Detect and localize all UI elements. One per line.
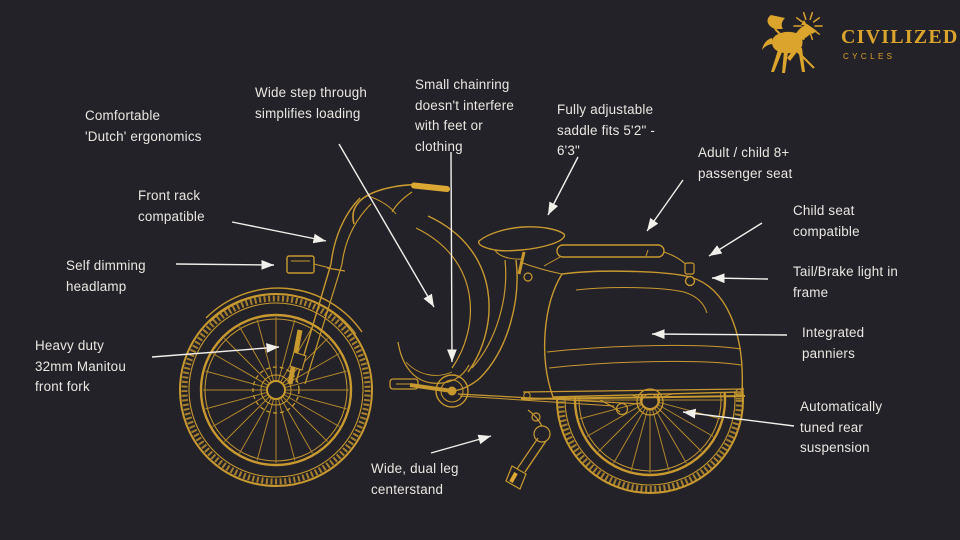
callout-arrow-front-rack xyxy=(231,221,327,244)
label-passenger-seat: Adult / child 8+ passenger seat xyxy=(698,145,793,181)
label-tail-light: Tail/Brake light in frame xyxy=(793,264,899,300)
tail-light xyxy=(684,262,696,287)
label-front-fork: Heavy duty 32mm Manitou front fork xyxy=(35,338,126,394)
brake-lever xyxy=(391,191,413,213)
handlebar xyxy=(352,182,450,225)
brand-name: CIVILIZED xyxy=(841,25,959,48)
passenger-seat-rack xyxy=(519,244,693,275)
callout-arrow-child-seat xyxy=(708,222,763,257)
callout-arrow-centerstand xyxy=(430,434,492,454)
callout-arrow-passenger-seat xyxy=(646,179,684,232)
label-front-rack: Front rack compatible xyxy=(138,188,205,224)
callout-arrow-panniers xyxy=(651,329,788,339)
brake-caliper xyxy=(289,351,307,371)
headlamp xyxy=(286,255,331,274)
front-fender xyxy=(205,287,363,335)
brand-logo: CIVILIZED CYCLES xyxy=(744,6,959,80)
seatpost xyxy=(517,251,526,275)
callout-arrow-tail-light xyxy=(711,273,769,284)
saddle xyxy=(478,226,566,275)
callout-arrow-saddle xyxy=(547,156,579,216)
label-headlamp: Self dimming headlamp xyxy=(66,258,146,294)
pedal xyxy=(389,378,419,390)
callout-arrow-chainring xyxy=(447,151,457,363)
front-fork xyxy=(287,197,372,385)
crank-chainring xyxy=(389,374,469,408)
label-saddle: Fully adjustable saddle fits 5'2" - 6'3" xyxy=(557,102,655,158)
label-rear-suspension: Automatically tuned rear suspension xyxy=(800,399,883,455)
front-wheel xyxy=(179,293,373,487)
label-dutch-ergonomics: Comfortable 'Dutch' ergonomics xyxy=(85,108,202,144)
label-panniers: Integrated panniers xyxy=(802,325,865,361)
label-child-seat: Child seat compatible xyxy=(793,203,860,239)
callout-arrow-headlamp xyxy=(175,259,275,270)
label-centerstand: Wide, dual leg centerstand xyxy=(371,461,459,497)
label-step-through: Wide step through simplifies loading xyxy=(255,85,368,121)
centerstand xyxy=(505,409,551,490)
label-chainring: Small chainring doesn't interfere with f… xyxy=(415,77,515,154)
callout-arrow-step-through xyxy=(338,143,435,308)
frame-bolt xyxy=(523,272,533,282)
callout-arrow-front-fork xyxy=(151,343,280,358)
callout-arrows xyxy=(151,143,795,454)
callout-arrow-rear-suspension xyxy=(682,408,795,427)
front-disc-brake xyxy=(252,366,300,414)
rear-drivetrain xyxy=(459,388,664,416)
pannier-body xyxy=(543,270,744,398)
front-spokes xyxy=(202,316,350,464)
horse-flag-sunburst-icon xyxy=(762,11,823,73)
rear-deck-rail xyxy=(520,388,746,400)
grip xyxy=(411,182,450,192)
brand-subname: CYCLES xyxy=(843,51,896,61)
